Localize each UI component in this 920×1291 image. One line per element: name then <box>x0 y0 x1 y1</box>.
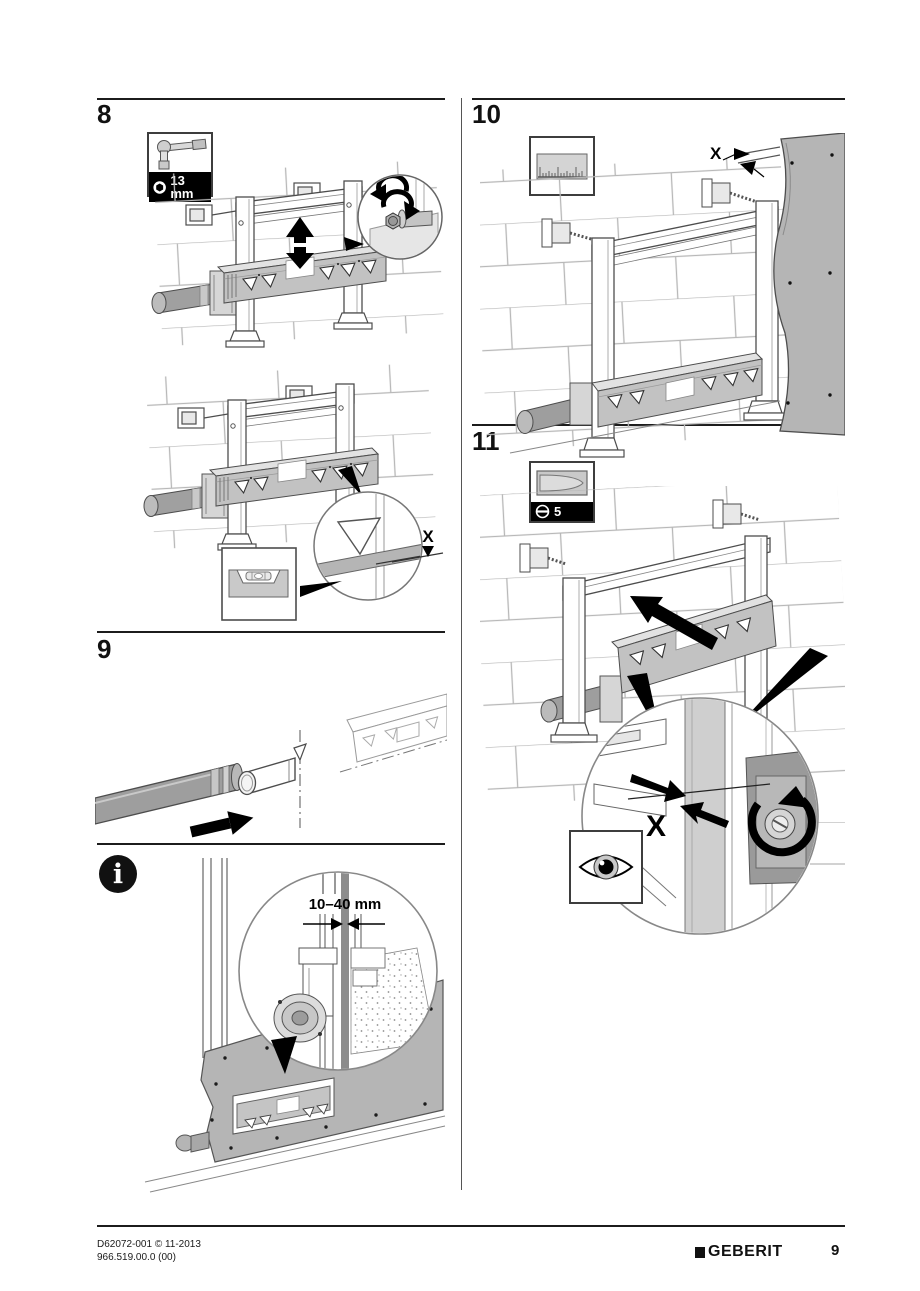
brand-logo-text: GEBERIT <box>708 1243 783 1260</box>
callout-wedge-right <box>736 648 828 728</box>
drain-channel-tilted <box>611 594 777 694</box>
flat-screwdriver-icon <box>531 463 593 502</box>
step11-illustration-remove: X <box>480 486 845 935</box>
callout-wedge <box>338 466 362 496</box>
align-arrows <box>630 774 729 828</box>
channel-fragment <box>346 693 447 763</box>
centerline-channel <box>339 739 447 773</box>
x-label-step11: X <box>646 810 666 843</box>
pipe <box>95 763 243 825</box>
level-callout-arrow <box>300 581 342 597</box>
detail-circle-gap: 10–40 mm <box>238 871 438 1074</box>
alignment-line <box>627 783 771 800</box>
footer-rule <box>97 1225 845 1227</box>
gap-dimension-arrows <box>303 918 385 930</box>
step8-illustration-level: X <box>143 362 444 621</box>
step10-number: 10 <box>472 99 501 129</box>
info-illustration-gap: 10–40 mm <box>144 858 446 1193</box>
panel-screws <box>786 153 834 405</box>
eye-icon <box>569 830 643 904</box>
step9-number: 9 <box>97 634 112 664</box>
rule-step10 <box>472 98 845 100</box>
wall-studs <box>202 858 228 1058</box>
footer-article-code: 966.519.00.0 (00) <box>97 1251 176 1263</box>
wall-anchor-left <box>519 543 567 573</box>
drain-channel <box>591 352 764 428</box>
remove-arrow <box>630 596 718 650</box>
info-icon: i <box>99 855 137 893</box>
step10-illustration-panel: X <box>480 133 845 458</box>
adjuster-mechanism <box>745 749 817 885</box>
socket <box>237 743 308 796</box>
detail-circle-bolt <box>357 174 443 260</box>
step8-number: 8 <box>97 99 112 129</box>
page-number: 9 <box>831 1242 840 1259</box>
info-glyph: i <box>112 858 124 890</box>
rule-step8 <box>97 98 445 100</box>
x-label-step10: X <box>710 144 722 163</box>
drain-trap-rings <box>273 993 327 1043</box>
step9-illustration-pipe <box>95 693 447 838</box>
drain-channel <box>175 1077 335 1153</box>
floor-line <box>509 400 781 454</box>
x-arrow <box>422 546 434 557</box>
rule-step9 <box>97 631 445 633</box>
brand-logo: GEBERIT <box>695 1243 783 1261</box>
gap-annotation <box>722 146 781 178</box>
socket-wrench-icon <box>149 134 211 172</box>
arrow-up <box>286 217 314 243</box>
brand-logo-square <box>695 1246 705 1258</box>
gap-dimension-label: 10–40 mm <box>309 896 382 913</box>
spirit-level-icon <box>221 547 297 621</box>
foot-left <box>550 722 598 743</box>
feet <box>579 400 789 458</box>
rule-info <box>97 843 445 845</box>
detail-circle-mark <box>313 491 444 601</box>
callout-wedge <box>271 1036 297 1074</box>
floor-lines <box>144 1115 446 1193</box>
wall-anchor-right <box>712 499 761 529</box>
arrow-down <box>286 247 314 269</box>
insert-arrow <box>189 811 254 838</box>
wall-edge-strip <box>341 873 349 1069</box>
callout-arrow <box>344 237 364 251</box>
x-label-step8: X <box>422 527 434 546</box>
footer-doc-code: D62072-001 © 11-2013 <box>97 1239 201 1250</box>
finished-wall-panel <box>773 133 845 436</box>
footer-codes: D62072-001 © 11-2013 966.519.00.0 (00) <box>97 1239 201 1264</box>
column-divider <box>461 98 462 1190</box>
wall-anchor-right <box>701 178 761 208</box>
step8-illustration-adjust <box>151 159 445 348</box>
